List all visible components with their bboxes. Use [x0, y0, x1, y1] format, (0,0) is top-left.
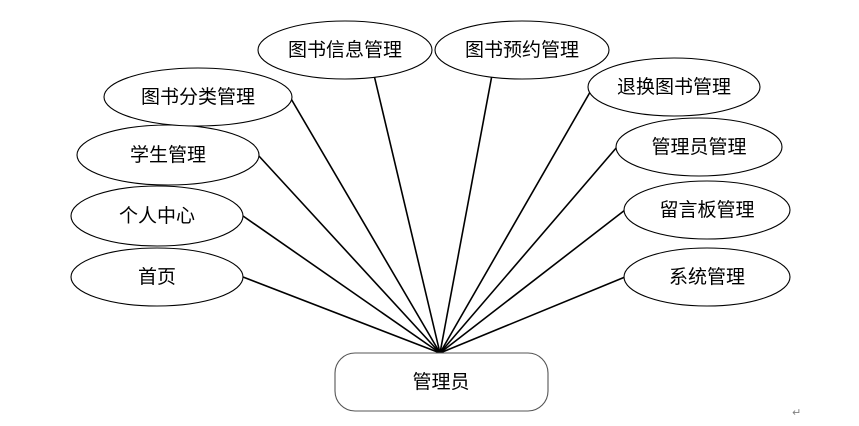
node-system-management-label: 系统管理 [669, 266, 745, 288]
root-node-label: 管理员 [412, 371, 469, 393]
node-message-board-management-label: 留言板管理 [659, 199, 754, 221]
connector-book-return-exchange-management [439, 86, 594, 354]
connector-personal-center [242, 215, 441, 354]
connector-book-category-management [289, 96, 441, 354]
node-book-category-management-shape [103, 67, 293, 127]
connector-book-info-management [373, 74, 441, 354]
node-system-management-shape [623, 247, 791, 307]
node-book-reservation-management-shape [434, 20, 610, 80]
node-home: 首页 [70, 247, 244, 307]
node-home-shape [70, 247, 244, 307]
root-node-shape [334, 352, 549, 412]
connector-book-reservation-management [439, 74, 493, 354]
node-student-management: 学生管理 [76, 124, 260, 186]
node-home-label: 首页 [138, 266, 176, 288]
node-personal-center-label: 个人中心 [119, 205, 195, 227]
node-book-return-exchange-management-label: 退换图书管理 [617, 76, 731, 98]
node-book-return-exchange-management-shape [587, 57, 761, 117]
node-admin-management-shape [615, 117, 783, 177]
connector-admin-management [439, 146, 618, 354]
node-admin-management-label: 管理员管理 [651, 136, 746, 158]
node-system-management: 系统管理 [623, 247, 791, 307]
node-personal-center: 个人中心 [70, 185, 244, 247]
connectors [242, 74, 626, 354]
connector-system-management [439, 276, 626, 354]
node-message-board-management-shape [623, 180, 791, 240]
node-book-reservation-management: 图书预约管理 [434, 20, 610, 80]
paragraph-mark: ↵ [792, 406, 801, 419]
node-book-return-exchange-management: 退换图书管理 [587, 57, 761, 117]
node-book-category-management-label: 图书分类管理 [141, 86, 255, 108]
node-personal-center-shape [70, 185, 244, 247]
node-book-info-management-label: 图书信息管理 [288, 39, 402, 61]
node-student-management-label: 学生管理 [130, 144, 206, 166]
node-book-info-management: 图书信息管理 [257, 20, 433, 80]
root-node: 管理员 [334, 352, 549, 412]
node-book-info-management-shape [257, 20, 433, 80]
node-book-category-management: 图书分类管理 [103, 67, 293, 127]
node-book-reservation-management-label: 图书预约管理 [465, 39, 579, 61]
connector-student-management [257, 154, 441, 354]
node-admin-management: 管理员管理 [615, 117, 783, 177]
connector-home [242, 276, 441, 354]
node-message-board-management: 留言板管理 [623, 180, 791, 240]
child-nodes: 首页 个人中心 学生管理 图书分类管理 图书信息管理 图书预约管理 退换图书管理 [70, 20, 791, 307]
connector-message-board-management [439, 209, 626, 354]
